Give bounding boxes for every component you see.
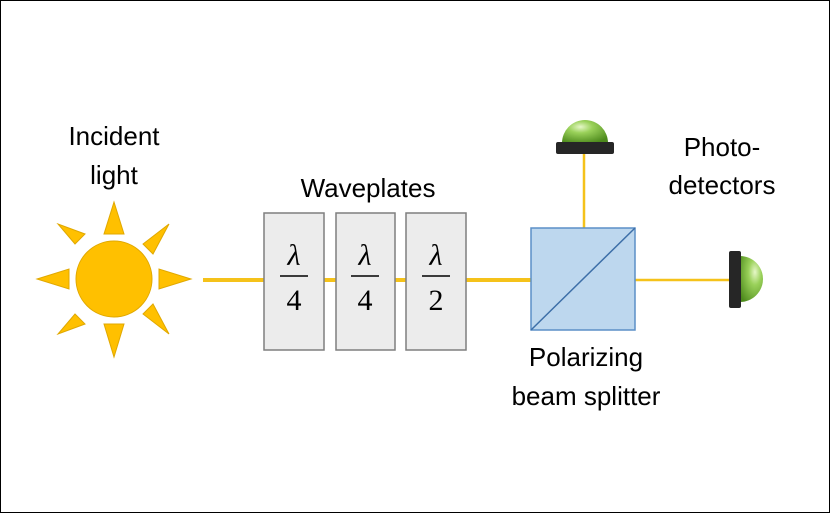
- beam-splitter: [530, 227, 636, 331]
- waveplate-2: λ 4: [335, 212, 396, 351]
- beam-splitter-label-line1: Polarizing: [529, 342, 643, 372]
- waveplate-3: λ 2: [405, 212, 467, 351]
- waveplate-3-denominator: 2: [429, 284, 444, 317]
- photodetector-top-icon: [556, 120, 614, 154]
- waveplate-2-numerator: λ: [358, 239, 372, 272]
- incident-light-label-line1: Incident: [68, 121, 160, 151]
- beam-path: [203, 152, 730, 282]
- waveplate-2-denominator: 4: [358, 284, 373, 317]
- waveplate-3-numerator: λ: [429, 239, 443, 272]
- sun-icon: [35, 200, 193, 359]
- photodetectors-label-line2: detectors: [669, 170, 776, 200]
- waveplate-1-denominator: 4: [287, 284, 302, 317]
- beam-splitter-label-line2: beam splitter: [512, 381, 661, 411]
- photodetectors-label-line1: Photo-: [684, 132, 761, 162]
- incident-light-label-line2: light: [90, 160, 138, 190]
- waveplate-1: λ 4: [263, 212, 325, 351]
- waveplate-1-numerator: λ: [287, 239, 301, 272]
- photodetector-right-icon: [729, 251, 763, 308]
- waveplates-label: Waveplates: [301, 173, 436, 203]
